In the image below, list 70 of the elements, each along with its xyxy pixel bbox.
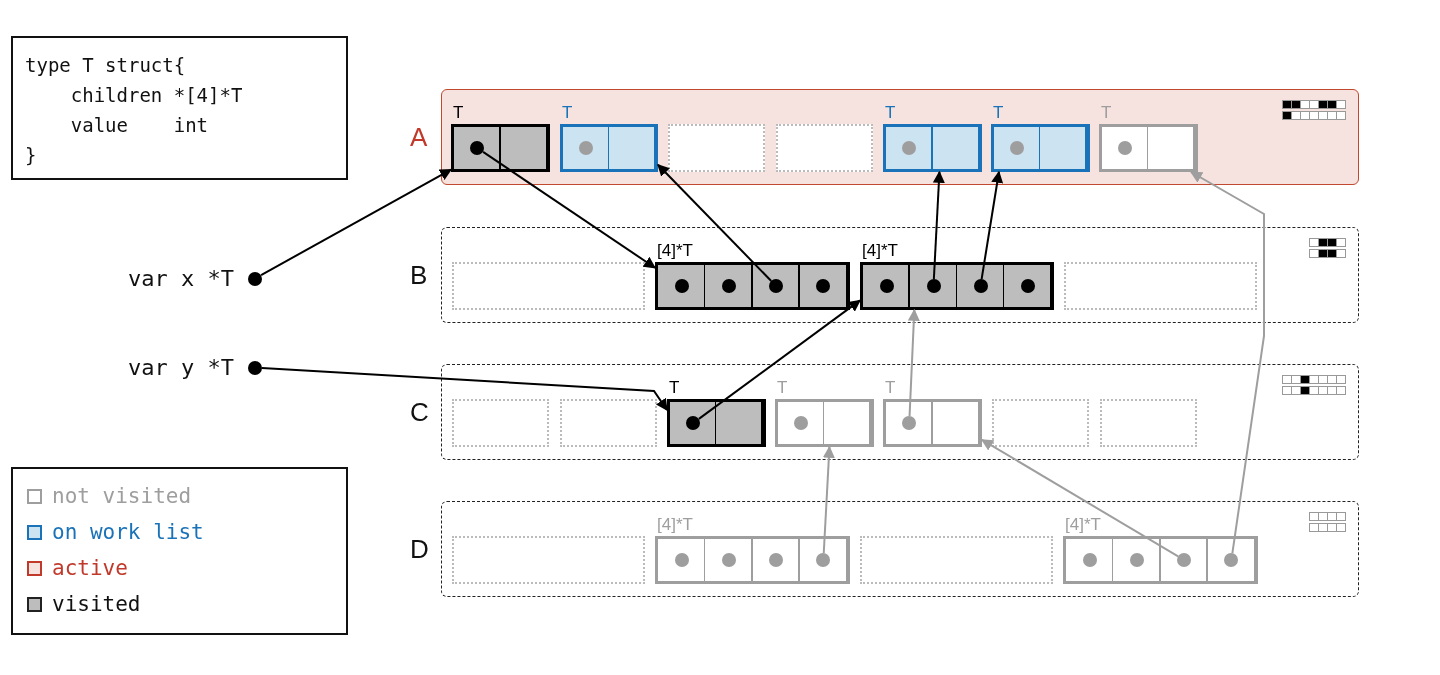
legend-text: on work list (52, 520, 204, 544)
free-slot (560, 399, 657, 447)
pointer-dot (1129, 553, 1144, 567)
pointer-arrow (822, 445, 835, 554)
type-label: [4]*T (656, 514, 693, 536)
code-line: children *[4]*T (69, 83, 244, 108)
pointer-dot (470, 141, 485, 155)
free-slot (1064, 262, 1257, 310)
pointer-dot (902, 141, 917, 155)
span-label: A (409, 121, 429, 153)
pointer-dot (902, 416, 917, 430)
pointer-dot (926, 279, 941, 293)
legend-text: active (52, 556, 128, 580)
span-label: D (409, 533, 430, 565)
type-label: [4]*T (861, 240, 898, 262)
pointer-dot (686, 416, 701, 430)
variable-declaration: var x *T (128, 266, 234, 291)
pointer-arrow (907, 308, 920, 417)
pointer-arrow (1190, 171, 1265, 555)
pointer-dot (674, 279, 689, 293)
pointer-arrow (260, 366, 668, 412)
pointer-dot (816, 553, 831, 567)
code-box (11, 36, 348, 180)
free-slot (668, 124, 765, 172)
pointer-arrow (697, 299, 861, 420)
pointer-dot (794, 416, 809, 430)
pointer-dot (1082, 553, 1097, 567)
free-slot (452, 262, 645, 310)
type-label: T (1100, 102, 1112, 124)
type-label: [4]*T (656, 240, 693, 262)
span-label: B (409, 259, 429, 291)
pointer-dot (973, 279, 988, 293)
pointer-arrow (932, 170, 945, 280)
free-slot (1100, 399, 1197, 447)
pointer-dot (879, 279, 894, 293)
code-line: value int (69, 113, 210, 138)
free-slot (860, 536, 1053, 584)
pointer-arrow (260, 168, 453, 277)
type-label: T (992, 102, 1004, 124)
variable-declaration: var y *T (128, 355, 234, 380)
type-label: T (884, 102, 896, 124)
type-label: T (452, 102, 464, 124)
pointer-dot (1020, 279, 1035, 293)
code-line: type T struct{ (25, 53, 187, 78)
pointer-dot (816, 279, 831, 293)
pointer-dot (1177, 553, 1192, 567)
legend-text: not visited (52, 484, 192, 508)
type-label: T (668, 377, 680, 399)
code-line: } (25, 143, 38, 168)
pointer-dot (1224, 553, 1239, 567)
type-label: T (776, 377, 788, 399)
type-label: [4]*T (1064, 514, 1101, 536)
pointer-dot (769, 279, 784, 293)
free-slot (776, 124, 873, 172)
pointer-dot (1118, 141, 1133, 155)
pointer-dot (721, 279, 736, 293)
free-slot (452, 399, 549, 447)
pointer-dot (721, 553, 736, 567)
pointer-dot (579, 141, 593, 155)
legend-text: visited (52, 592, 141, 616)
pointer-dot (769, 553, 784, 567)
free-slot (992, 399, 1089, 447)
type-label: T (884, 377, 896, 399)
pointer-arrow (482, 150, 656, 269)
pointer-arrow (980, 170, 1004, 281)
type-label: T (561, 102, 573, 124)
pointer-dot (1010, 141, 1025, 155)
pointer-dot (674, 553, 689, 567)
free-slot (452, 536, 645, 584)
span-label: C (409, 396, 430, 428)
